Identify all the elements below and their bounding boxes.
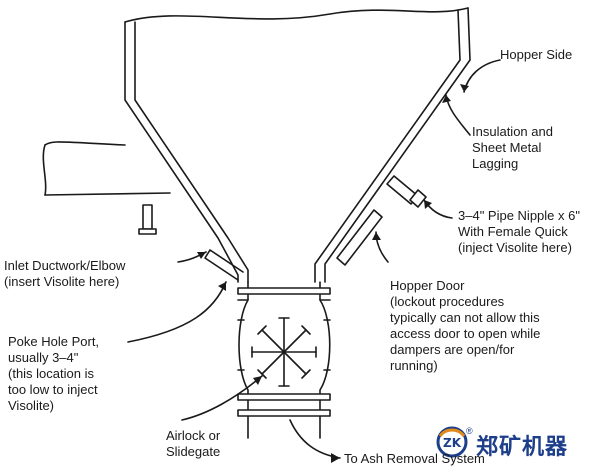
poke-hole-line-2: usually 3–4" [8,350,79,365]
arrow-hopper-door [372,232,381,240]
hopper-door-line-4: access door to open while [390,326,541,341]
label-inlet: Inlet Ductwork/Elbow (insert Visolite he… [4,258,125,290]
arrow-ash-removal [331,453,340,463]
hopper-top-wavy-edge [124,7,469,23]
pipe-nipple-cap [409,189,427,208]
label-hopper-side: Hopper Side [500,47,572,63]
hopper-door-line-3: typically can not allow this [390,310,540,325]
inlet-duct-bottom [44,192,171,196]
logo-registered-mark: ® [466,426,473,436]
airlock-rotor [251,317,317,387]
pipe-nipple-line-1: 3–4" Pipe Nipple x 6" [458,208,580,223]
arrow-insulation [442,95,451,103]
hopper-door-line-5: dampers are open/for [390,342,515,357]
label-poke-hole: Poke Hole Port, usually 3–4" (this locat… [8,334,99,414]
inlet-duct-left-cap [42,144,47,196]
arrow-hopper-side [460,84,469,92]
insulation-line-2: Sheet Metal [472,140,542,155]
hopper-right-wall-inner [314,9,461,283]
poke-hole-line-5: Visolite) [8,398,55,413]
logo-text: 郑矿机器 [476,435,569,460]
hopper-left-wall-inner [134,21,249,283]
leader-airlock [181,375,263,421]
poke-hole-line-1: Poke Hole Port, [8,334,100,349]
hopper-right-wall-outer [324,7,471,283]
pipe-nipple [386,175,419,205]
hopper-door-line-1: Hopper Door [390,278,465,293]
leader-poke-hole [127,281,227,343]
label-insulation: Insulation and Sheet Metal Lagging [472,124,553,172]
label-hopper-door: Hopper Door (lockout procedures typicall… [390,278,540,374]
ash-removal-text: To Ash Removal System [344,451,485,466]
hopper-left-wall-outer [124,21,239,283]
poke-hole-port [204,249,244,281]
inlet-duct-top [44,141,126,146]
insulation-line-3: Lagging [472,156,519,171]
arrow-airlock [253,376,262,385]
hopper-door-line-2: (lockout procedures [390,294,505,309]
airlock-flange-top [237,287,331,295]
arrow-pipe-nipple [424,200,432,209]
airlock-flange-bottom [237,393,331,401]
arrow-inlet [197,252,206,259]
inlet-line-1: Inlet Ductwork/Elbow [4,258,126,273]
zk-logo-mark: ZK [436,426,468,458]
hopper-door [336,209,383,266]
poke-hole-line-3: (this location is [8,366,94,381]
pipe-nipple-line-3: (inject Visolite here) [458,240,572,255]
label-ash-removal: To Ash Removal System [344,451,485,467]
airlock-line-2: Slidegate [166,444,221,459]
poke-hole-line-4: too low to inject [8,382,98,397]
arrow-poke-hole [218,282,226,291]
airlock-line-1: Airlock or [166,428,221,443]
airlock-flange-lower [237,409,331,417]
leader-hopper-side [463,59,501,93]
inlet-line-2: (insert Visolite here) [4,274,120,289]
label-pipe-nipple: 3–4" Pipe Nipple x 6" With Female Quick … [458,208,580,256]
insulation-line-1: Insulation and [472,124,553,139]
airlock-right-wall [319,281,331,439]
hopper-door-line-6: running) [390,358,438,373]
airlock-side-ticks [237,299,331,371]
inlet-pipe-cap [138,228,157,235]
label-airlock: Airlock or Slidegate [166,428,220,460]
logo-mark-text: ZK [443,436,462,450]
pipe-nipple-line-2: With Female Quick [458,224,568,239]
hopper-side-text: Hopper Side [500,47,573,62]
leader-ash-removal [289,419,341,459]
inlet-pipe-stub [142,204,153,230]
